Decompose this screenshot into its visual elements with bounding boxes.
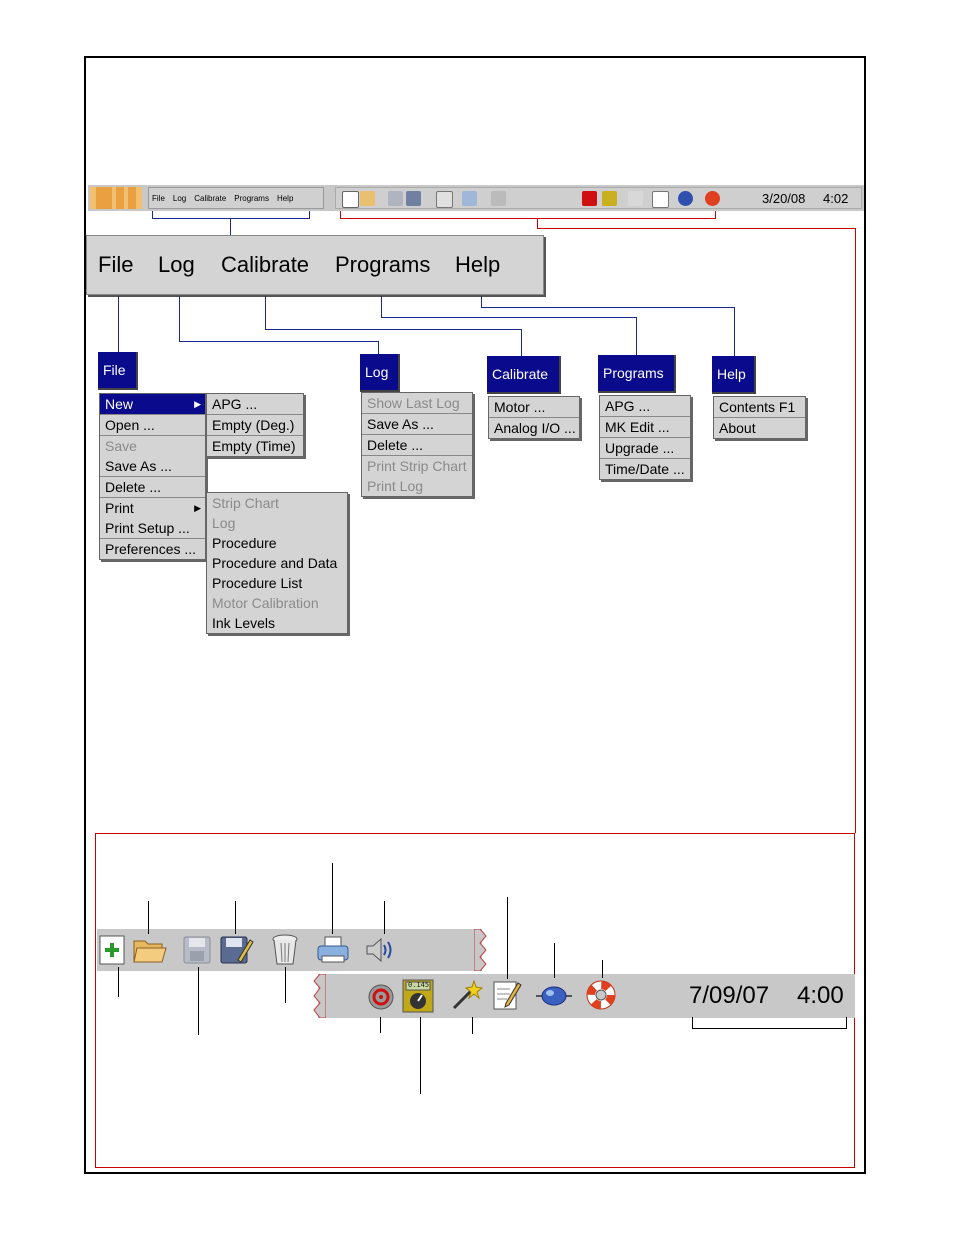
page-frame [84,56,866,1174]
help-contents[interactable]: Contents F1 [714,397,805,418]
file-menu: New▶ Open ... Save Save As ... Delete ..… [99,393,206,560]
calibrate-motor[interactable]: Motor ... [489,397,579,418]
save-as-icon[interactable] [220,934,254,966]
file-save: Save [105,438,137,454]
print-icon[interactable] [462,191,477,206]
menu-programs[interactable]: Programs [335,252,431,277]
log-menu-header[interactable]: Log [360,354,400,392]
sound-icon[interactable] [365,936,395,964]
log-save-as[interactable]: Save As ... [362,414,472,435]
edit-icon[interactable] [652,191,669,208]
top-menu-programs[interactable]: Programs [234,193,269,203]
new-apg[interactable]: APG ... [207,394,303,415]
save-icon[interactable] [183,936,211,964]
top-menu-file[interactable]: File [152,193,165,203]
file-menu-header[interactable]: File [98,352,138,390]
top-menu-help[interactable]: Help [276,193,294,203]
zoom-toolbar-left [97,929,482,971]
zoom-date: 7/09/07 [689,982,770,1009]
print-icon[interactable] [317,936,349,964]
submenu-arrow-icon: ▶ [194,503,201,513]
open-folder-icon[interactable] [133,936,167,964]
zoom-toolbar-right-jag [313,974,326,1018]
programs-apg[interactable]: APG ... [600,396,690,417]
file-print-submenu: Strip Chart Log Procedure Procedure and … [206,492,348,634]
help-lifebuoy-icon[interactable] [584,978,618,1012]
mk-logo [90,187,142,209]
help-lifebuoy-icon[interactable] [705,191,720,206]
file-preferences[interactable]: Preferences ... [105,541,197,557]
calibrate-analog-io[interactable]: Analog I/O ... [494,420,576,436]
zoom-time: 4:00 [797,982,844,1009]
top-time: 4:02 [823,191,849,206]
file-new[interactable]: New▶ [100,394,205,415]
save-as-icon[interactable] [406,191,421,206]
edit-icon[interactable] [492,979,522,1011]
wand-icon[interactable] [450,978,484,1012]
meter-icon[interactable] [402,979,434,1013]
print-ink-levels[interactable]: Ink Levels [212,615,276,631]
file-open[interactable]: Open ... [100,415,205,436]
programs-menu: APG ... MK Edit ... Upgrade ... Time/Dat… [599,395,691,480]
wand-icon[interactable] [628,191,643,206]
delete-trash-icon[interactable] [271,934,299,966]
menu-log[interactable]: Log [158,252,195,277]
print-procedure-list[interactable]: Procedure List [212,575,303,591]
new-icon[interactable] [342,191,359,208]
help-about[interactable]: About [719,420,756,436]
calibrate-menu-header[interactable]: Calibrate [487,356,561,394]
log-print-log: Print Log [367,478,424,494]
file-save-as[interactable]: Save As ... [100,456,205,477]
programs-menu-header[interactable]: Programs [598,355,676,393]
new-empty-deg[interactable]: Empty (Deg.) [207,415,303,436]
open-folder-icon[interactable] [360,191,375,206]
help-menu-header[interactable]: Help [712,356,756,394]
log-show-last-log: Show Last Log [362,393,472,414]
file-delete[interactable]: Delete ... [100,477,205,498]
print-procedure[interactable]: Procedure [212,535,277,551]
file-new-submenu: APG ... Empty (Deg.) Empty (Time) [206,393,304,457]
zoom-toolbar-right: 0.145 7/09/07 4:00 [318,974,855,1018]
new-icon[interactable] [99,935,125,965]
calibrate-menu: Motor ... Analog I/O ... [488,396,580,439]
meter-readout: 0.145 [408,981,430,989]
print-strip-chart: Strip Chart [212,495,279,511]
menu-file[interactable]: File [98,252,134,277]
menu-help[interactable]: Help [455,252,501,277]
top-tools: 3/20/08 4:02 [335,187,862,209]
new-empty-time[interactable]: Empty (Time) [212,438,296,454]
zoom-toolbar-left-jag [474,929,487,971]
programs-upgrade[interactable]: Upgrade ... [600,438,690,459]
file-print[interactable]: Print▶ [105,500,201,516]
save-icon[interactable] [388,191,403,206]
menu-calibrate[interactable]: Calibrate [221,252,310,277]
log-menu: Show Last Log Save As ... Delete ... Pri… [361,392,473,497]
top-date: 3/20/08 [762,191,806,206]
connection-icon[interactable] [536,984,572,1008]
top-menu: File Log Calibrate Programs Help [148,187,324,209]
menu-bar: File Log Calibrate Programs Help [86,235,544,295]
file-print-setup[interactable]: Print Setup ... [100,518,205,539]
log-print-strip-chart: Print Strip Chart [367,458,467,474]
print-log: Log [212,515,236,531]
programs-time-date[interactable]: Time/Date ... [605,461,685,477]
top-menu-calibrate[interactable]: Calibrate [194,193,227,203]
print-motor-calibration: Motor Calibration [212,595,319,611]
motor-icon[interactable] [582,191,597,206]
print-procedure-and-data[interactable]: Procedure and Data [212,555,338,571]
submenu-arrow-icon: ▶ [194,399,201,409]
delete-trash-icon[interactable] [436,191,453,208]
help-menu: Contents F1 About [713,396,806,439]
meter-icon[interactable] [602,191,617,206]
top-menu-log[interactable]: Log [172,193,187,203]
motor-icon[interactable] [366,982,396,1012]
log-delete[interactable]: Delete ... [362,435,472,456]
connection-icon[interactable] [678,191,693,206]
programs-mk-edit[interactable]: MK Edit ... [600,417,690,438]
sound-icon[interactable] [491,191,506,206]
